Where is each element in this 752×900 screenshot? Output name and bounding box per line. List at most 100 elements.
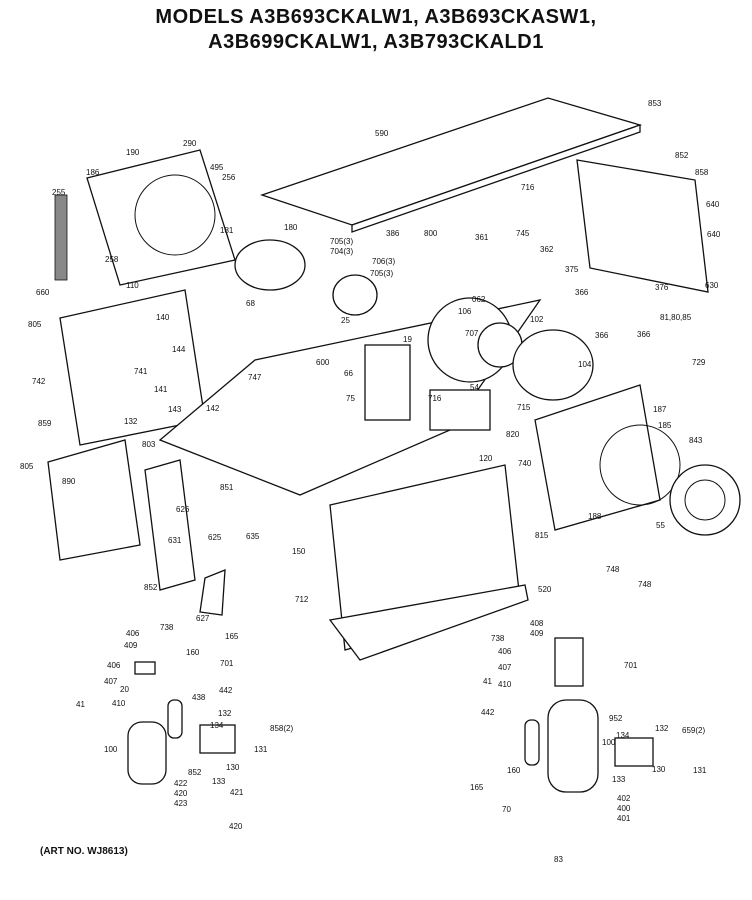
part-label: 747 (248, 373, 262, 382)
fan-guard (669, 464, 741, 536)
part-label: 25 (341, 316, 350, 325)
part-label: 410 (498, 680, 512, 689)
part-label: 406 (126, 629, 140, 638)
part-label: 256 (222, 173, 236, 182)
part-label: 143 (168, 405, 182, 414)
fan-blade (234, 239, 306, 291)
part-label: 131 (693, 766, 707, 775)
side-bracket (144, 459, 196, 591)
part-label: 600 (316, 358, 330, 367)
part-label: 853 (648, 99, 662, 108)
part-label: 70 (502, 805, 511, 814)
part-label: 366 (637, 330, 651, 339)
part-label: 729 (692, 358, 706, 367)
part-label: 805 (28, 320, 42, 329)
part-label: 290 (183, 139, 197, 148)
part-label: 20 (120, 685, 129, 694)
part-label: 851 (220, 483, 234, 492)
part-label: 54 (470, 383, 479, 392)
part-label: 83 (554, 855, 563, 864)
part-label: 805 (20, 462, 34, 471)
part-label: 442 (219, 686, 233, 695)
part-label: 520 (538, 585, 552, 594)
part-label: 190 (126, 148, 140, 157)
part-label: 409 (530, 629, 544, 638)
part-label: 401 (617, 814, 631, 823)
part-label: 186 (86, 168, 100, 177)
part-label: 185 (658, 421, 672, 430)
part-label: 132 (124, 417, 138, 426)
control-box (429, 389, 491, 431)
part-label: 180 (284, 223, 298, 232)
part-label: 852 (188, 768, 202, 777)
part-label: 361 (475, 233, 489, 242)
part-label: 102 (530, 315, 544, 324)
part-label: 420 (229, 822, 243, 831)
part-label: 75 (346, 394, 355, 403)
part-label: 852 (675, 151, 689, 160)
part-label: 738 (491, 634, 505, 643)
part-label: 55 (656, 521, 665, 530)
part-label: 716 (521, 183, 535, 192)
part-label: 635 (246, 532, 260, 541)
part-label: 165 (225, 632, 239, 641)
compressor-left (127, 721, 167, 785)
part-label: 41 (483, 677, 492, 686)
part-label: 187 (653, 405, 667, 414)
part-label: 130 (226, 763, 240, 772)
part-label: 120 (479, 454, 493, 463)
part-label: 423 (174, 799, 188, 808)
part-label: 627 (196, 614, 210, 623)
part-label: 745 (516, 229, 530, 238)
part-label: 712 (295, 595, 309, 604)
part-label: 659(2) (682, 726, 705, 735)
part-label: 858(2) (270, 724, 293, 733)
part-label: 144 (172, 345, 186, 354)
part-label-layer: 8535908528586406406302901901862554952562… (20, 99, 721, 864)
part-label: 100 (104, 745, 118, 754)
part-label: 130 (652, 765, 666, 774)
front-panel (47, 439, 141, 561)
part-label: 630 (705, 281, 719, 290)
part-label: 438 (192, 693, 206, 702)
part-label: 803 (142, 440, 156, 449)
part-label: 062 (472, 295, 486, 304)
part-label: 640 (706, 200, 720, 209)
part-label: 141 (154, 385, 168, 394)
bracket (199, 569, 226, 616)
part-label: 640 (707, 230, 721, 239)
motor-cap (332, 274, 378, 316)
part-label: 704(3) (330, 247, 353, 256)
part-label: 104 (578, 360, 592, 369)
part-label: 68 (246, 299, 255, 308)
part-label: 100 (602, 738, 616, 747)
part-label: 376 (655, 283, 669, 292)
part-label: 366 (595, 331, 609, 340)
drain-pan (328, 584, 529, 661)
part-label: 406 (498, 647, 512, 656)
part-label: 742 (32, 377, 46, 386)
part-label: 131 (254, 745, 268, 754)
part-label: 859 (38, 419, 52, 428)
part-label: 706(3) (372, 257, 395, 266)
part-label: 400 (617, 804, 631, 813)
part-label: 132 (655, 724, 669, 733)
part-label: 134 (616, 731, 630, 740)
part-label: 716 (428, 394, 442, 403)
part-label: 406 (107, 661, 121, 670)
part-label: 132 (218, 709, 232, 718)
part-label: 407 (104, 677, 118, 686)
part-label: 422 (174, 779, 188, 788)
part-label: 626 (176, 505, 190, 514)
part-label: 800 (424, 229, 438, 238)
part-label: 820 (506, 430, 520, 439)
part-label: 495 (210, 163, 224, 172)
part-label: 409 (124, 641, 138, 650)
diagram-title-line-2: A3B699CKALW1, A3B793CKALD1 (208, 31, 544, 53)
part-label: 402 (617, 794, 631, 803)
part-label: 625 (208, 533, 222, 542)
part-label: 421 (230, 788, 244, 797)
part-label: 106 (458, 307, 472, 316)
part-label: 738 (160, 623, 174, 632)
diagram-title-line-1: MODELS A3B693CKALW1, A3B693CKASW1, (155, 6, 597, 28)
